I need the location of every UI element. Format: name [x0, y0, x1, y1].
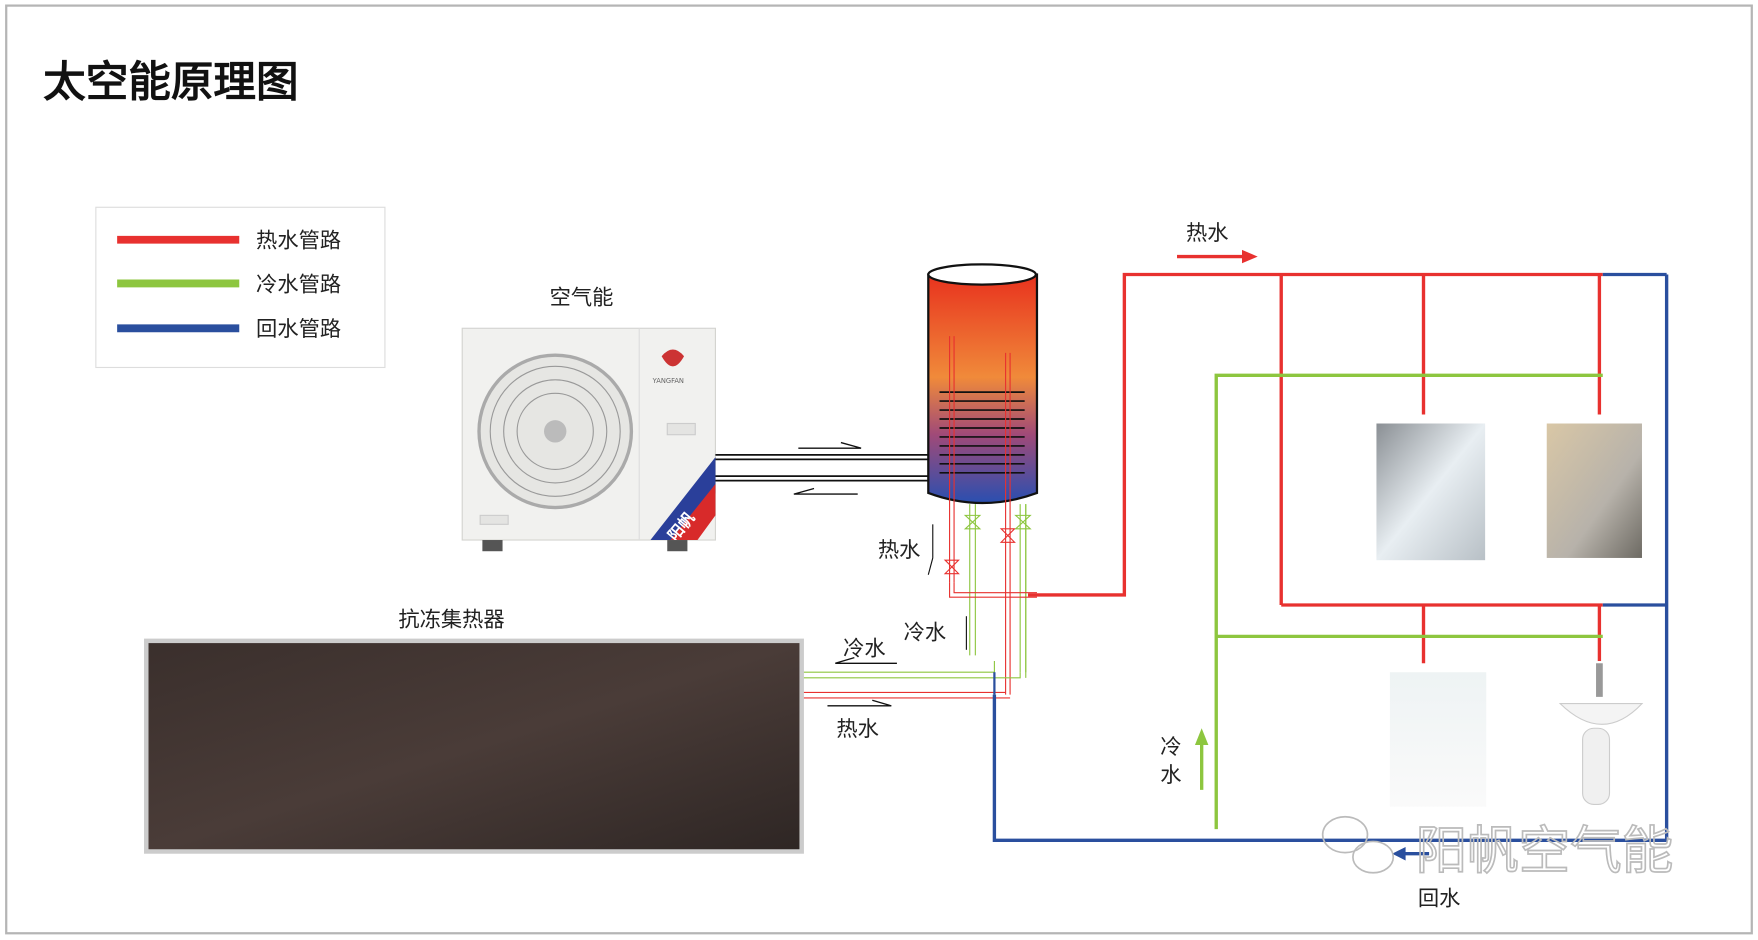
cold-flow-label-2: 水 [1160, 763, 1181, 788]
air-source-heat-pump: YANGFAN 阳帆 [461, 327, 716, 552]
photo-wash-basin [1558, 663, 1644, 805]
legend-label-hot: 热水管路 [256, 229, 341, 254]
water-tank [927, 263, 1039, 695]
arrow-left-icon [835, 657, 897, 664]
hot-water-network [1028, 272, 1603, 664]
hot-flow-label: 热水 [1186, 221, 1229, 246]
solar-collector [144, 638, 804, 854]
tank-connections [801, 504, 1037, 699]
cold-arrow-icon [1194, 728, 1209, 790]
valve-icon [943, 528, 1016, 575]
valve-icon [963, 514, 1032, 530]
tank-cold-label: 冷水 [904, 621, 947, 646]
heat-coil [939, 391, 1025, 474]
watermark: 阳帆空气能 [1416, 821, 1674, 881]
legend-label-return: 回水管路 [256, 317, 341, 342]
tank-hot-label: 热水 [878, 538, 921, 563]
air-unit-label: 空气能 [550, 286, 614, 311]
logo-text: YANGFAN [652, 377, 684, 385]
cold-water-network [1214, 373, 1603, 830]
photo-washing-dishes [1376, 423, 1486, 561]
wechat-icon [1321, 815, 1395, 874]
collector-cold-label: 冷水 [843, 636, 886, 661]
legend-label-cold: 冷水管路 [256, 272, 341, 297]
return-water-network [992, 272, 1669, 842]
photo-kitchen-faucet [1546, 423, 1642, 558]
page-title: 太空能原理图 [43, 57, 298, 107]
arrow-right-icon [827, 699, 892, 707]
collector-label: 抗冻集热器 [398, 607, 504, 632]
brand-logo-icon [661, 349, 685, 367]
return-flow-label: 回水 [1418, 886, 1461, 911]
hot-arrow-icon [1177, 249, 1258, 264]
photo-bathtub [1389, 672, 1487, 807]
refrigerant-pipes [715, 441, 933, 495]
legend: 热水管路 冷水管路 回水管路 [95, 206, 386, 369]
cold-flow-label-1: 冷 [1160, 735, 1181, 760]
return-arrow-icon [1392, 847, 1430, 861]
collector-hot-label: 热水 [836, 717, 879, 742]
